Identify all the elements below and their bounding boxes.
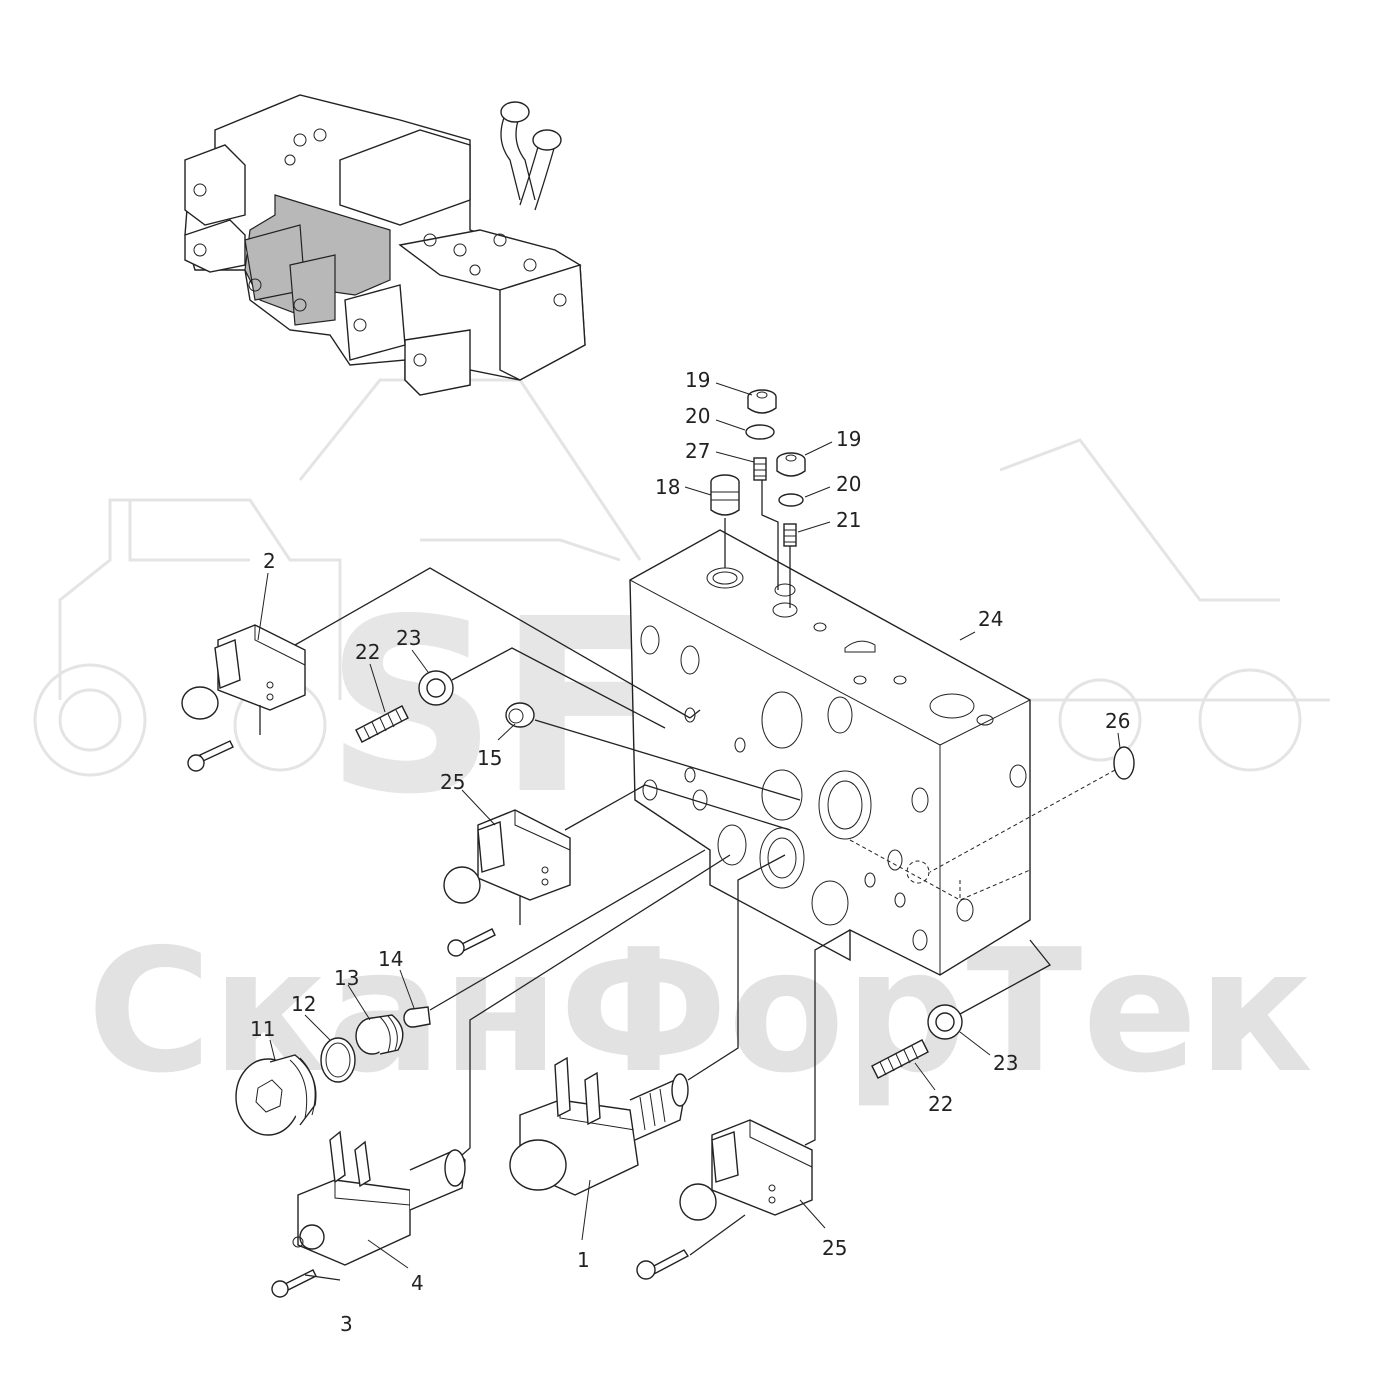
spring-21 bbox=[783, 523, 797, 547]
callout-21: 21 bbox=[836, 508, 861, 532]
callout-25b: 25 bbox=[822, 1236, 847, 1260]
callout-22a: 22 bbox=[355, 640, 380, 664]
solenoid-valve-4 bbox=[271, 854, 731, 1298]
o-ring-20a bbox=[745, 424, 775, 440]
callout-14: 14 bbox=[378, 947, 403, 971]
callouts: 1 2 3 4 11 12 13 14 15 18 19 19 20 20 21… bbox=[250, 368, 1130, 1336]
spring-14 bbox=[403, 1006, 431, 1028]
callout-2: 2 bbox=[263, 549, 276, 573]
callout-26: 26 bbox=[1105, 709, 1130, 733]
seat-13 bbox=[355, 1014, 404, 1055]
solenoid-coil-25b bbox=[636, 929, 851, 1280]
plug-19b bbox=[776, 452, 806, 477]
manifold-ports bbox=[640, 567, 1027, 951]
o-ring-12 bbox=[320, 1037, 356, 1083]
callout-20a: 20 bbox=[685, 404, 710, 428]
screw-25b bbox=[636, 1249, 690, 1280]
leader-lines bbox=[257, 382, 1121, 1269]
callout-27: 27 bbox=[685, 439, 710, 463]
cartridge-18 bbox=[710, 474, 740, 516]
spring-27 bbox=[753, 457, 767, 481]
callout-19b: 19 bbox=[836, 427, 861, 451]
plug-11 bbox=[235, 1054, 317, 1136]
callout-25a: 25 bbox=[440, 770, 465, 794]
screw-3 bbox=[271, 1269, 317, 1298]
top-fittings bbox=[710, 389, 806, 608]
callout-1: 1 bbox=[577, 1248, 590, 1272]
callout-18: 18 bbox=[655, 475, 680, 499]
manifold-block bbox=[629, 529, 1031, 976]
plug-15 bbox=[505, 702, 535, 728]
nut-23b bbox=[927, 1004, 963, 1040]
callout-13: 13 bbox=[334, 966, 359, 990]
screw-2 bbox=[187, 740, 234, 772]
callout-12: 12 bbox=[291, 992, 316, 1016]
watermark-tractor-icon bbox=[33, 498, 342, 777]
callout-22b: 22 bbox=[928, 1092, 953, 1116]
callout-4: 4 bbox=[411, 1271, 424, 1295]
screw-25a bbox=[447, 928, 496, 957]
callout-3: 3 bbox=[340, 1312, 353, 1336]
callout-23a: 23 bbox=[396, 626, 421, 650]
solenoid-valve-1 bbox=[509, 854, 786, 1196]
solenoid-coil-25a bbox=[443, 784, 791, 957]
stud-22b bbox=[871, 1039, 929, 1079]
callout-11: 11 bbox=[250, 1017, 275, 1041]
stud-22a bbox=[355, 705, 409, 743]
callout-24: 24 bbox=[978, 607, 1003, 631]
plug-19a bbox=[747, 389, 777, 414]
o-ring-26 bbox=[1113, 746, 1135, 780]
callout-20b: 20 bbox=[836, 472, 861, 496]
o-ring-20b bbox=[778, 493, 804, 507]
callout-15: 15 bbox=[477, 746, 502, 770]
callout-19a: 19 bbox=[685, 368, 710, 392]
overview-assembly bbox=[184, 94, 586, 396]
nut-23a bbox=[418, 670, 454, 706]
callout-23b: 23 bbox=[993, 1051, 1018, 1075]
solenoid-coil-2 bbox=[181, 567, 701, 772]
